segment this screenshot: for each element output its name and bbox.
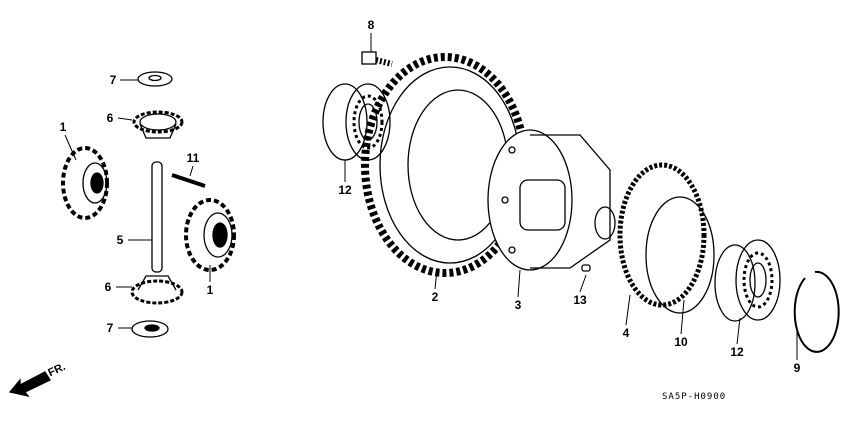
callout-12-right: 12 — [730, 345, 744, 359]
callout-1-right: 1 — [206, 283, 214, 297]
diagram-code: SA5P-H0900 — [662, 392, 727, 402]
callout-8: 8 — [367, 18, 375, 32]
callout-12-left: 12 — [338, 183, 352, 197]
leader-lines — [64, 33, 798, 360]
callout-13: 13 — [573, 293, 587, 307]
bearing-right — [714, 239, 781, 322]
parking-gear — [617, 162, 707, 308]
thrust-washer-top — [137, 71, 173, 87]
differential-carrier — [487, 129, 616, 271]
callout-6-top: 6 — [106, 111, 114, 125]
callout-6-bottom: 6 — [104, 280, 112, 294]
callout-2: 2 — [431, 290, 439, 304]
callout-5: 5 — [116, 233, 124, 247]
side-gear-right — [184, 198, 236, 272]
pinion-shaft — [151, 161, 163, 273]
callout-9: 9 — [793, 361, 801, 375]
callout-3: 3 — [514, 298, 522, 312]
callout-7-bottom: 7 — [106, 321, 114, 335]
bolt — [361, 51, 393, 67]
callout-10: 10 — [674, 335, 688, 349]
lock-pin — [171, 173, 206, 188]
front-arrow-icon — [8, 371, 51, 398]
callout-7-top: 7 — [109, 73, 117, 87]
pinion-gear-top — [132, 110, 184, 139]
callout-11: 11 — [186, 151, 200, 165]
callout-1-left: 1 — [59, 120, 67, 134]
shim — [645, 196, 715, 314]
dowel-pin — [581, 264, 591, 272]
thrust-washer-bottom — [131, 320, 169, 338]
callout-4: 4 — [622, 326, 630, 340]
snap-ring — [793, 270, 840, 353]
side-gear-left — [61, 146, 109, 220]
pinion-gear-bottom — [130, 275, 184, 305]
